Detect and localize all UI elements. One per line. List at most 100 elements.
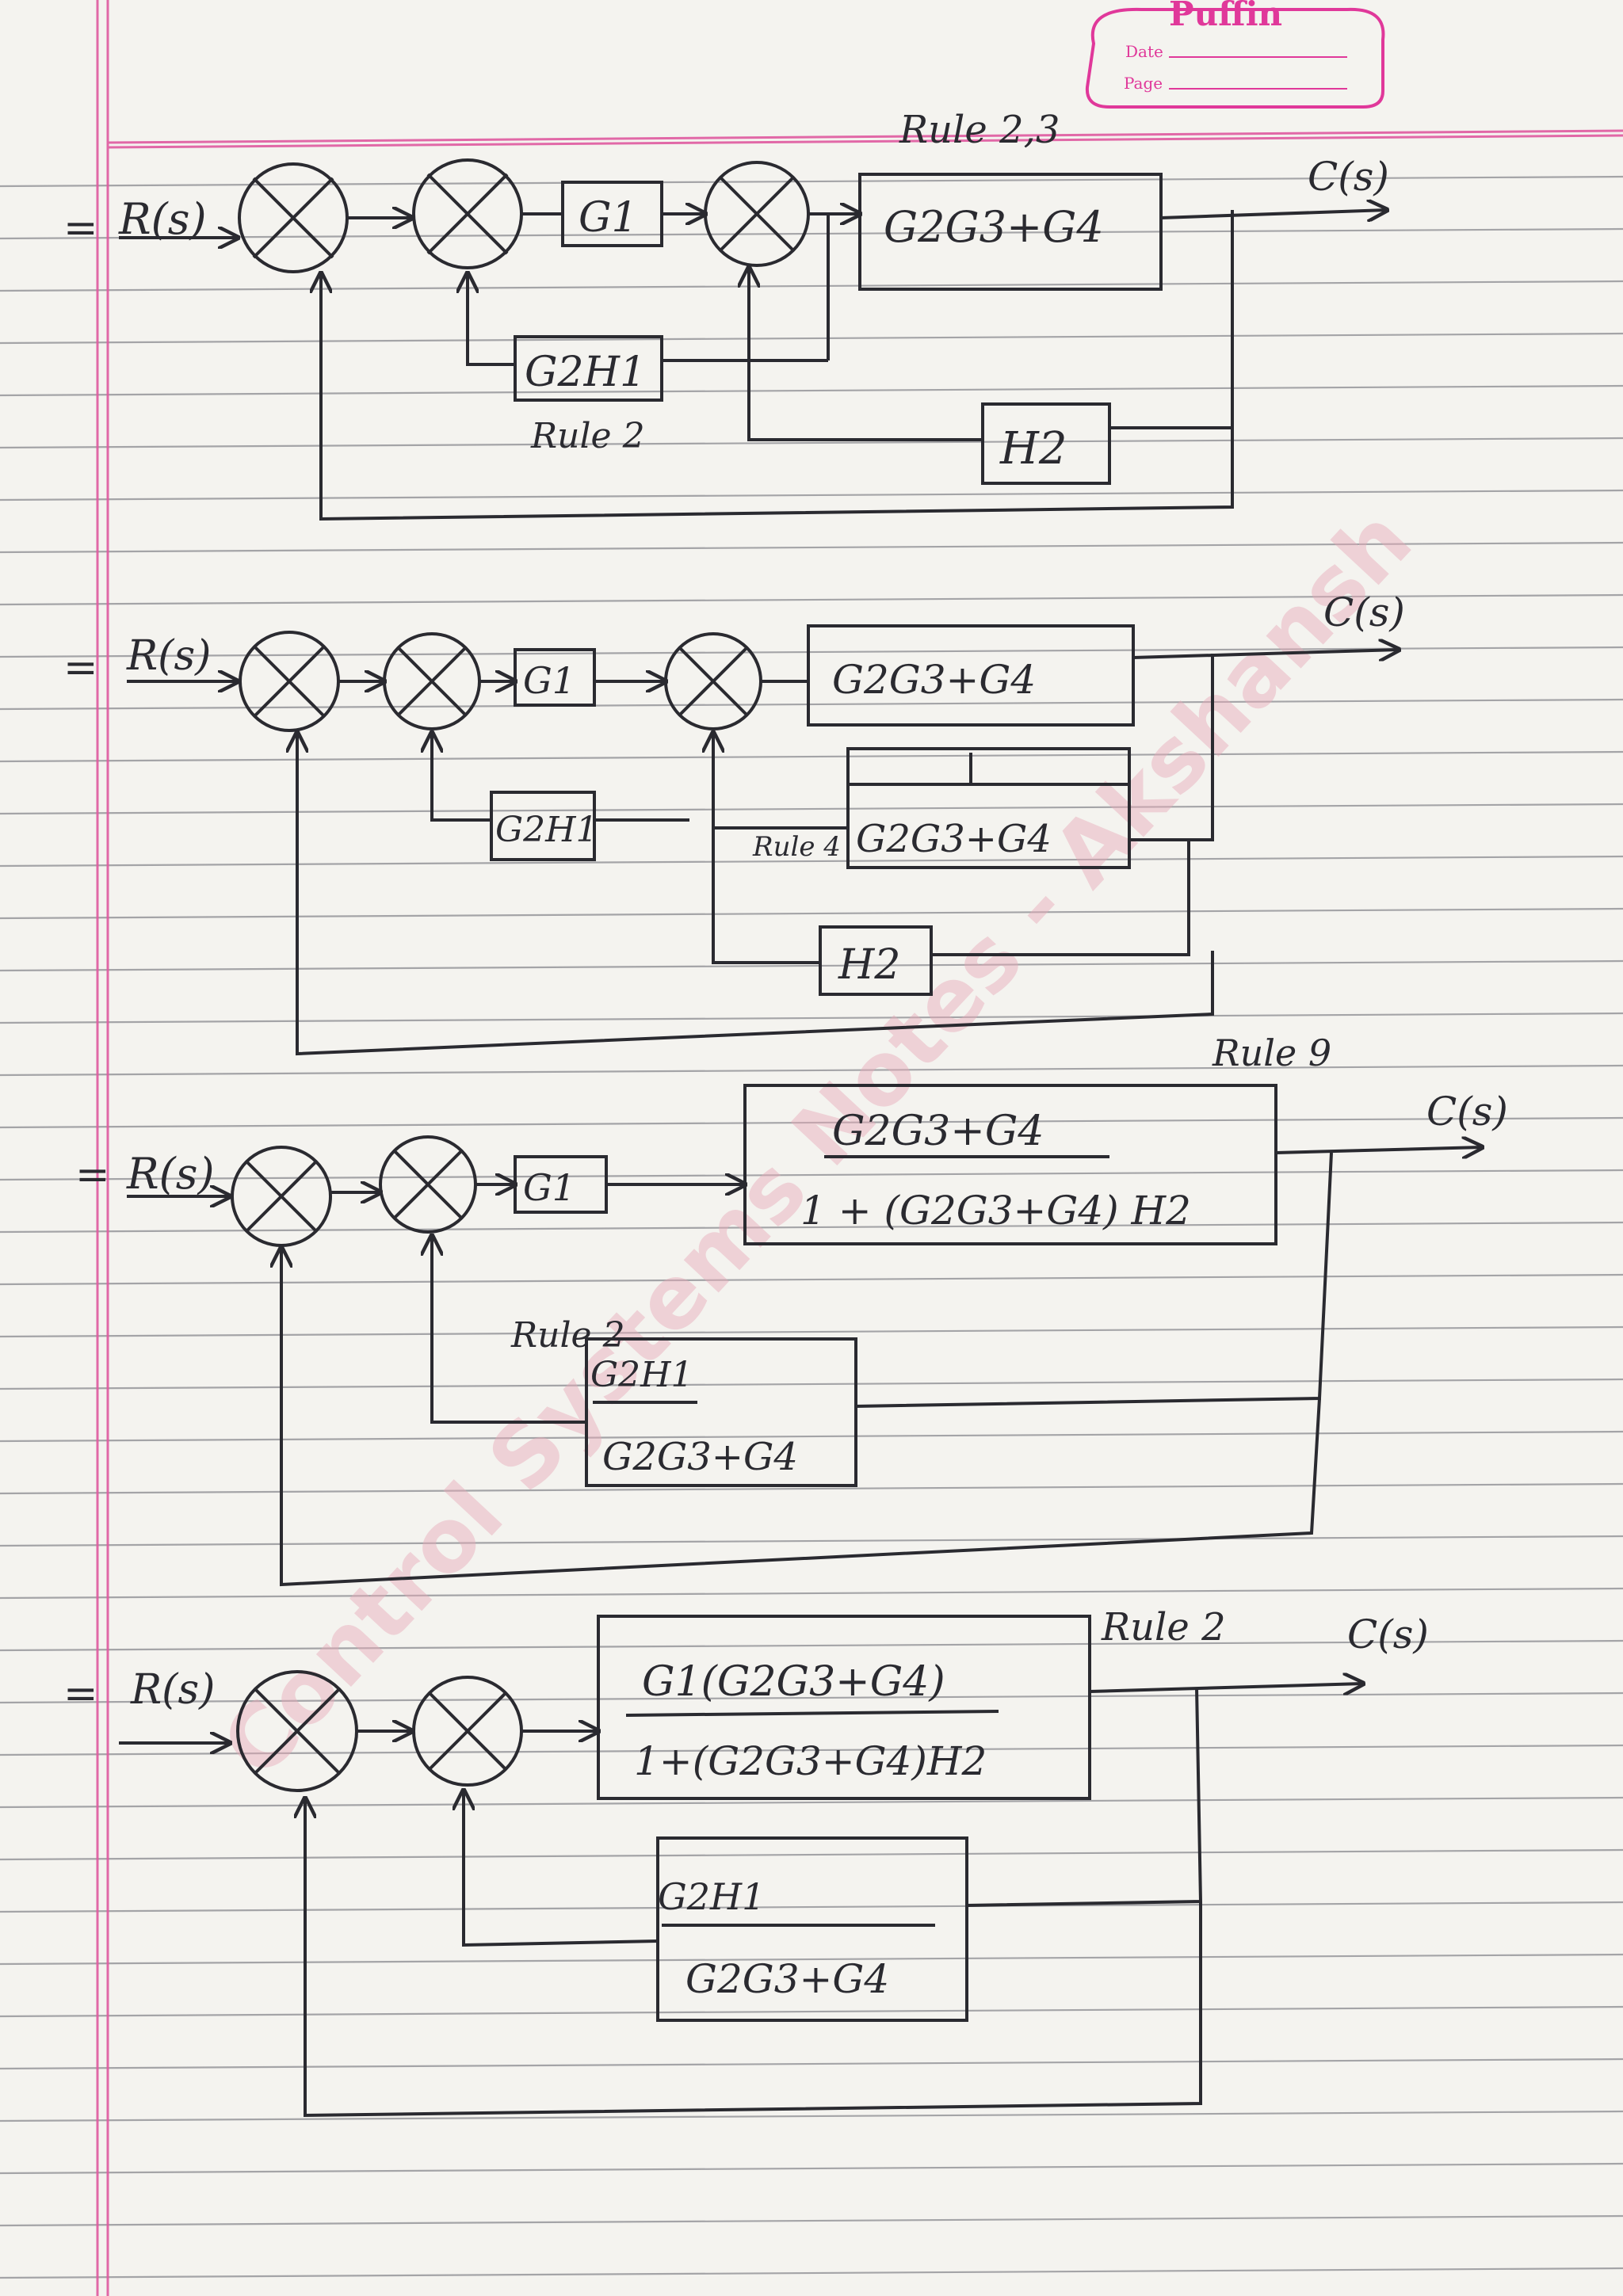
ruled-line [0,227,1623,240]
feedback-line [966,1687,1203,1907]
output-signal [1160,210,1387,218]
ruled-line [0,1012,1623,1024]
forward-block-label: G2G3+G4 [832,657,1036,703]
forward-denominator: 1+(G2G3+G4)H2 [634,1738,987,1784]
summing-junction-2 [412,158,523,269]
output-label: C(s) [1426,1089,1508,1135]
summing-junction-3 [664,632,762,730]
output-signal [1132,650,1399,658]
summing-junction-2 [383,632,481,730]
ruled-line [0,489,1623,502]
feedback-line [1129,654,1214,841]
block-g2h1-label: G2H1 [525,349,646,396]
ruled-line [0,541,1623,554]
ruled-line [0,175,1623,188]
ruled-line [0,959,1623,972]
block-h2 [981,402,1111,485]
forward-block [743,1084,1277,1245]
block-g2h1 [490,791,596,861]
ruled-line [0,1587,1623,1600]
input-label: R(s) [126,632,211,680]
ruled-line [0,646,1623,658]
feedback-denominator: G2G3+G4 [602,1435,798,1479]
output-label: C(s) [1308,154,1389,200]
feedback-block [656,1836,968,2022]
feedback-line [931,840,1190,956]
ruled-line [0,855,1623,868]
ruled-line [0,2005,1623,2018]
ruled-line [0,2058,1623,2070]
rule-label: Rule 2,3 [899,108,1060,152]
input-label: R(s) [118,194,207,244]
ruled-line [0,1744,1623,1756]
output-signal [1275,1147,1482,1153]
forward-block-label: G2G3+G4 [884,202,1104,252]
ruled-line [0,1639,1623,1652]
forward-block [858,173,1163,291]
ruled-line [0,1953,1623,1966]
feedback-numerator: G2H1 [590,1355,693,1395]
forward-numerator: G2G3+G4 [832,1108,1044,1155]
input-label: R(s) [126,1149,215,1199]
feedback-line [1109,210,1234,429]
block-h2-label: H2 [999,423,1067,475]
stage-4: = R(s) C(s) Rule 2 G1(G2G3+G4) 1+(G2G3+G… [63,1605,1429,2118]
ruled-line [0,2267,1623,2279]
input-label: R(s) [130,1666,215,1714]
forward-denominator: 1 + (G2G3+G4) H2 [800,1188,1191,1234]
brand-header: Puffin Date Page [1085,0,1385,109]
ruled-line [0,750,1623,763]
ruled-lines [0,175,1623,2279]
block-g1 [514,648,596,707]
forward-block [597,1615,1091,1800]
ruled-line [0,280,1623,292]
ruled-line [0,1378,1623,1390]
forward-numerator: G1(G2G3+G4) [642,1658,945,1706]
feedback-block [585,1337,857,1487]
block-g2h1 [514,335,663,402]
ruled-line [0,593,1623,606]
feedback-line [432,1236,586,1424]
block-g2h1-label: G2H1 [495,810,598,850]
summing-junction-2 [379,1135,477,1234]
forward-block [807,624,1135,727]
date-label: Date [1125,42,1163,61]
ruled-line [0,907,1623,920]
ruled-line [0,437,1623,449]
feedback-line [281,1248,1321,1587]
ruled-line [0,1325,1623,1338]
block-g1-label: G1 [523,659,575,702]
block-g1-label: G1 [579,194,638,242]
summing-junction-1 [238,162,349,273]
rule-label: Rule 2 [1101,1605,1226,1650]
output-label: C(s) [1323,589,1405,635]
output-label: C(s) [1347,1611,1429,1657]
ruled-line [0,1848,1623,1861]
margin-lines [96,0,1623,2296]
summing-junction-3 [704,161,810,267]
fraction-bar [625,1710,999,1717]
rule-label: Rule 2 [530,416,645,456]
page-label: Page [1124,74,1163,93]
ruled-line [0,1064,1623,1077]
rule-label: Rule 9 [1212,1032,1331,1074]
side-block-label: G2G3+G4 [856,817,1052,861]
feedback-line [305,1798,1202,2118]
ruled-line [0,698,1623,711]
ruled-line [0,1901,1623,1913]
feedback-line [321,273,1234,521]
output-signal [1089,1684,1363,1691]
feedback-line [464,1791,659,1947]
ruled-line [0,332,1623,345]
feedback-line [749,268,983,441]
stage-2: = R(s) C(s) G1 G2G3+G4 G2G3+G4 Rule 4 [63,589,1405,1056]
feedback-numerator: G2H1 [658,1875,765,1918]
watermark: Control Systems Notes - Akshansh [202,490,1430,1796]
feedback-line [712,828,820,964]
ruled-line [0,2162,1623,2175]
block-g1-label: G1 [523,1166,575,1209]
equals-sign: = [63,204,98,252]
stage-3: = R(s) C(s) Rule 9 G1 G2G3+G4 1 + (G2G3+… [75,1032,1508,1587]
